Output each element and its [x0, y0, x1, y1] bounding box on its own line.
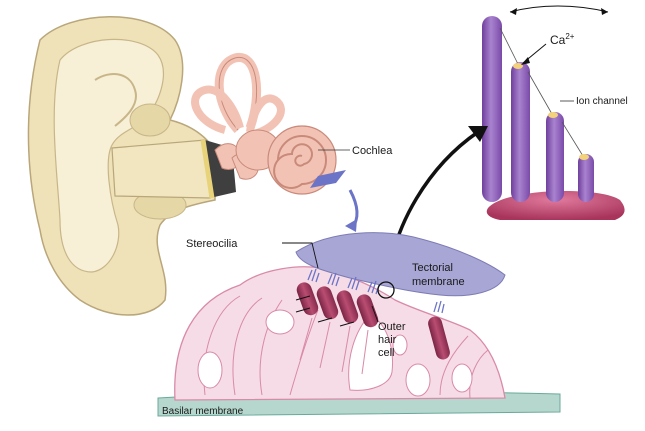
stereocilium-tallest	[482, 16, 502, 202]
cochlea-label: Cochlea	[352, 145, 393, 157]
basilar-membrane-label: Basilar membrane	[162, 406, 244, 417]
fluid-space-1	[198, 352, 222, 388]
ion-channel-1	[513, 63, 523, 69]
stereocilium-medium	[546, 112, 564, 202]
tip-link-1	[500, 28, 518, 64]
stereocilia-tuft-5	[434, 301, 444, 313]
stereocilia-label: Stereocilia	[186, 238, 238, 250]
tip-link-2	[528, 72, 552, 114]
tip-link-3	[562, 122, 583, 156]
temporal-bone-area	[130, 104, 170, 136]
deflection-arrowhead-right	[601, 8, 608, 15]
tectorial-label-line2: membrane	[412, 276, 465, 288]
outer-hair-cell-label-line1: Outer	[378, 321, 406, 333]
ion-channel-label: Ion channel	[576, 96, 628, 107]
outer-ear	[28, 17, 236, 315]
deflection-arrowhead-left	[510, 8, 517, 15]
deflection-arrow	[510, 6, 608, 12]
fluid-space-4	[452, 364, 472, 392]
stereocilium-short	[578, 154, 594, 202]
tectorial-label-line1: Tectorial	[412, 262, 453, 274]
fluid-space-3	[406, 364, 430, 396]
organ-of-corti	[158, 233, 560, 416]
stereocilium-tall	[511, 62, 530, 202]
outer-hair-cell-label-line3: cell	[378, 347, 395, 359]
ear-canal	[112, 140, 210, 198]
ion-channel-2	[548, 112, 558, 118]
calcium-label: Ca2+	[550, 32, 575, 47]
outer-hair-cell-label-line2: hair	[378, 334, 397, 346]
ion-channel-3	[579, 154, 589, 160]
zoom-arrowhead	[345, 219, 357, 232]
fluid-space-2	[266, 310, 294, 334]
